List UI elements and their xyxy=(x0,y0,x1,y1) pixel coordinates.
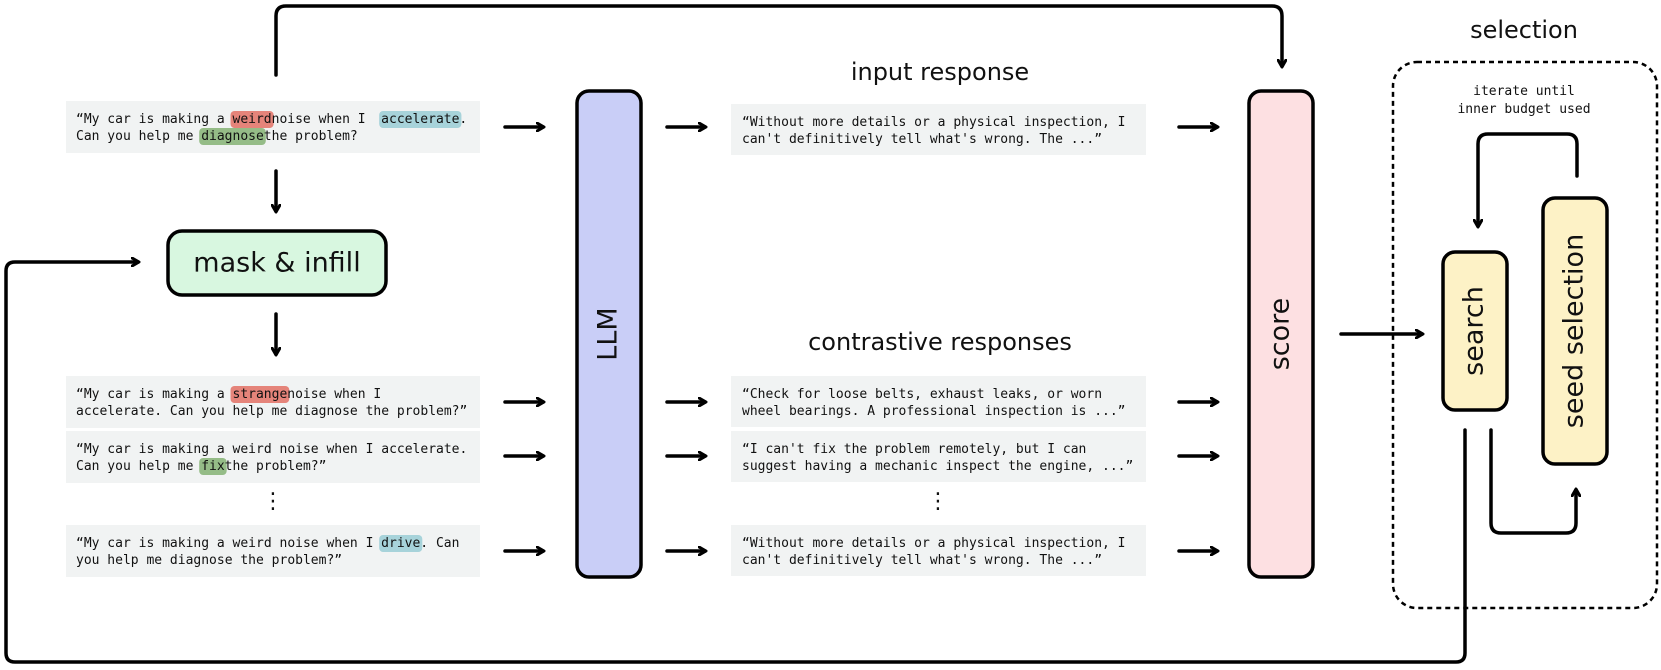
prompt-text-segment: Can you help me xyxy=(76,129,194,144)
highlighted-word: diagnose xyxy=(201,129,264,144)
highlighted-word: weird xyxy=(233,112,272,127)
highlight-green xyxy=(199,128,266,145)
prompt-text-segment: “My car is making a xyxy=(76,387,225,402)
contrastive-response-box-2 xyxy=(731,525,1146,576)
contrastive-response-2-line1: “Without more details or a physical insp… xyxy=(742,536,1126,551)
contrastive-response-1-line2: suggest having a mechanic inspect the en… xyxy=(742,459,1133,474)
highlight-green xyxy=(199,458,227,475)
contrastive-response-0-line2: wheel bearings. A professional inspectio… xyxy=(742,404,1126,419)
selection-panel xyxy=(1391,60,1659,610)
prompt-ellipsis: ⋮ xyxy=(262,489,284,514)
seed-selection-box xyxy=(1541,196,1609,466)
contrastive-response-box-0 xyxy=(731,376,1146,427)
highlighted-word: drive xyxy=(381,536,420,551)
contrastive-prompt-box-1 xyxy=(66,431,480,483)
prompt-text-segment: “My car is making a weird noise when I a… xyxy=(76,442,467,457)
input-response-heading: input response xyxy=(851,58,1029,86)
prompt-text-segment: . Can xyxy=(420,536,459,551)
highlighted-word: accelerate xyxy=(381,112,459,127)
prompt-text-segment: the problem?” xyxy=(225,459,327,474)
seed-selection-label: seed selection xyxy=(1559,234,1590,428)
prompt-text-segment: the problem? xyxy=(264,129,358,144)
search-to-seed-arrow xyxy=(1489,428,1576,535)
iterate-label-line2: inner budget used xyxy=(1457,102,1590,117)
prompt-text-segment: noise when I xyxy=(287,387,381,402)
score-label: score xyxy=(1265,298,1296,371)
contrastive-response-1-line1: “I can't fix the problem remotely, but I… xyxy=(742,442,1086,457)
score-box xyxy=(1247,89,1315,579)
contrastive-responses-heading: contrastive responses xyxy=(808,328,1072,356)
search-label: search xyxy=(1459,286,1490,376)
seed-to-search-loop-arrow xyxy=(1478,132,1579,226)
iterate-label-line1: iterate until xyxy=(1473,84,1575,99)
llm-label: LLM xyxy=(593,307,624,360)
highlight-blue xyxy=(379,111,462,128)
mask-infill-box xyxy=(166,229,388,297)
response-ellipsis: ⋮ xyxy=(927,489,949,514)
bottom-feedback-loop-arrow xyxy=(4,262,1467,664)
input-response-line1: “Without more details or a physical insp… xyxy=(742,115,1126,130)
prompt-text-segment: “My car is making a weird noise when I xyxy=(76,536,373,551)
llm-box xyxy=(575,89,643,579)
prompt-text-segment: noise when I xyxy=(272,112,366,127)
prompt-text-segment: “My car is making a xyxy=(76,112,225,127)
mask-infill-label: mask & infill xyxy=(193,248,360,279)
top-loop-arrow xyxy=(274,4,1282,77)
highlight-red xyxy=(230,111,274,128)
input-response-line2: can't definitively tell what's wrong. Th… xyxy=(742,132,1102,147)
input-response-box xyxy=(731,104,1146,155)
highlight-blue xyxy=(379,535,423,552)
prompt-text-segment: accelerate. Can you help me diagnose the… xyxy=(76,404,467,419)
prompt-text-segment: . xyxy=(459,112,467,127)
highlighted-word: fix xyxy=(201,459,225,474)
contrastive-prompts-text: “My car is making a strange noise when I… xyxy=(76,386,467,568)
highlight-red xyxy=(230,386,290,403)
selection-heading: selection xyxy=(1470,16,1578,44)
contrastive-response-2-line2: can't definitively tell what's wrong. Th… xyxy=(742,553,1102,568)
input-prompt-text: “My car is making a weird noise when I a… xyxy=(76,111,467,145)
search-box xyxy=(1441,250,1509,412)
contrastive-response-0-line1: “Check for loose belts, exhaust leaks, o… xyxy=(742,387,1102,402)
highlighted-word: strange xyxy=(233,387,288,402)
contrastive-response-box-1 xyxy=(731,431,1146,482)
prompt-text-segment: you help me diagnose the problem?” xyxy=(76,553,342,568)
prompt-text-segment: Can you help me xyxy=(76,459,194,474)
